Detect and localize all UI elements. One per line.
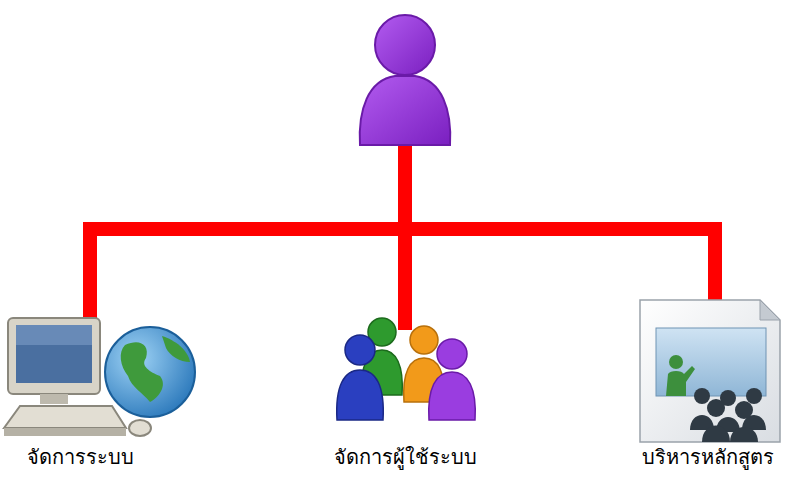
label-text: บริหารหลักสูตร: [642, 444, 774, 470]
icon-label: บริหารหลักสูตร: [637, 444, 779, 470]
label-text: จัดการระบบ: [27, 444, 134, 470]
tree-lines: [83, 140, 722, 330]
icon-label: จัดการระบบ: [22, 444, 139, 470]
course-document-icon: [640, 300, 780, 442]
computer-globe-icon: [4, 318, 195, 436]
user-group-icon: [337, 318, 476, 420]
icon-label: จัดการผู้ใช้ระบบ: [329, 444, 482, 470]
label-text: จัดการผู้ใช้ระบบ: [334, 444, 477, 470]
person-icon: [360, 15, 450, 145]
